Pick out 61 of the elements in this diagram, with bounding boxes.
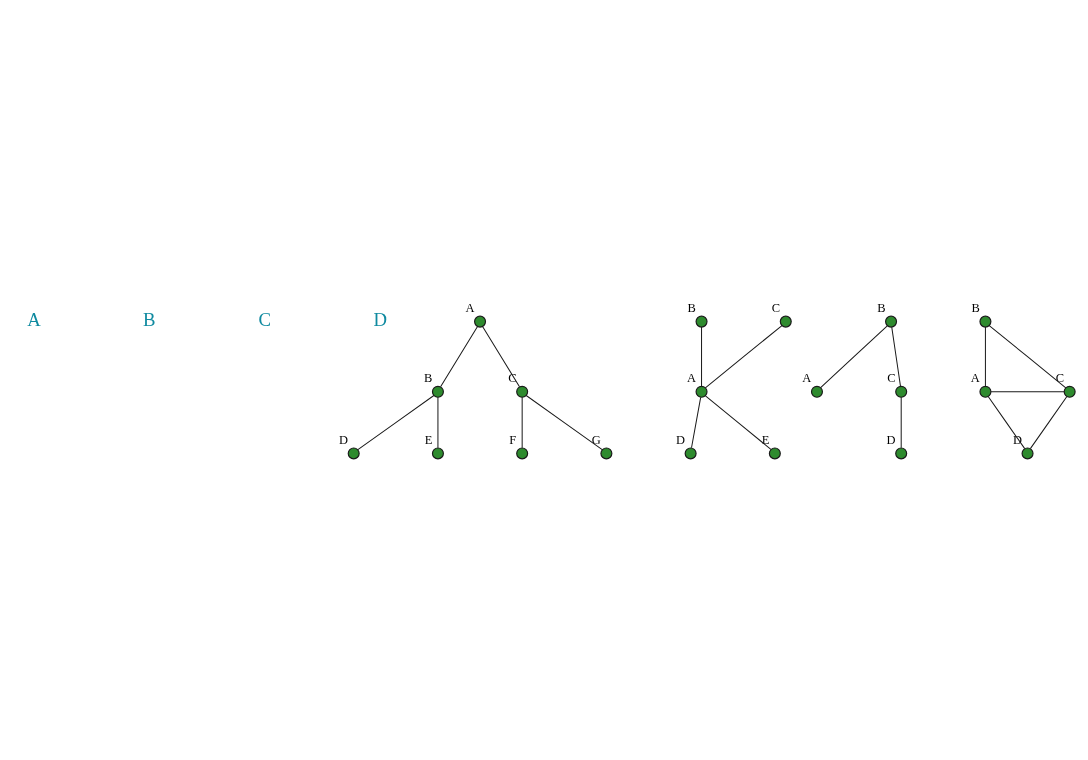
node-circle bbox=[474, 315, 487, 328]
node-label: G bbox=[591, 432, 601, 447]
connector bbox=[482, 325, 520, 387]
node-circle bbox=[600, 446, 613, 459]
node-label: D bbox=[339, 432, 349, 447]
node-circle bbox=[684, 446, 697, 459]
node-circle bbox=[695, 315, 708, 328]
node-circle bbox=[431, 446, 444, 459]
connector bbox=[984, 326, 986, 387]
node-label: D bbox=[675, 432, 685, 447]
node-label: B bbox=[424, 370, 433, 385]
node-circle bbox=[895, 446, 908, 459]
node-circle bbox=[1021, 446, 1034, 459]
node-circle bbox=[516, 385, 529, 398]
node-label: C bbox=[1055, 370, 1065, 385]
connector bbox=[701, 326, 703, 387]
node-label: A bbox=[686, 370, 696, 385]
node-circle bbox=[516, 446, 529, 459]
connector bbox=[525, 394, 603, 450]
node-circle bbox=[347, 446, 360, 459]
connector bbox=[1029, 395, 1068, 449]
connector bbox=[440, 325, 479, 387]
node-circle bbox=[979, 315, 992, 328]
node-circle bbox=[779, 315, 792, 328]
label: A bbox=[27, 308, 41, 330]
node-label: C bbox=[887, 370, 896, 385]
node-label: B bbox=[877, 300, 886, 315]
node-circle bbox=[885, 315, 898, 328]
node-label: D bbox=[886, 432, 896, 447]
node-label: A bbox=[802, 370, 812, 385]
label: C bbox=[258, 308, 272, 330]
node-circle bbox=[895, 385, 908, 398]
node-label: C bbox=[771, 300, 781, 315]
node-label: F bbox=[509, 432, 517, 447]
connector bbox=[900, 396, 902, 448]
connector bbox=[987, 395, 1026, 449]
node-circle bbox=[431, 385, 444, 398]
connector bbox=[990, 390, 1065, 392]
connector bbox=[704, 324, 783, 388]
node-label: E bbox=[424, 432, 433, 447]
connector bbox=[691, 396, 702, 448]
node-label: C bbox=[508, 370, 517, 385]
node-circle bbox=[979, 385, 992, 398]
connector bbox=[521, 396, 523, 448]
connector bbox=[437, 396, 439, 448]
connector bbox=[891, 326, 901, 387]
node-label: A bbox=[970, 370, 980, 385]
node-label: E bbox=[761, 432, 770, 447]
node-label: B bbox=[971, 300, 980, 315]
connector bbox=[357, 394, 435, 450]
label: D bbox=[373, 308, 387, 330]
node-circle bbox=[768, 446, 781, 459]
connector bbox=[820, 324, 888, 388]
connector bbox=[988, 324, 1067, 388]
node-circle bbox=[810, 385, 823, 398]
label: B bbox=[143, 308, 156, 330]
connector bbox=[704, 394, 772, 450]
node-circle bbox=[695, 385, 708, 398]
node-circle bbox=[1063, 385, 1076, 398]
node-label: A bbox=[465, 300, 475, 315]
node-label: B bbox=[687, 300, 696, 315]
